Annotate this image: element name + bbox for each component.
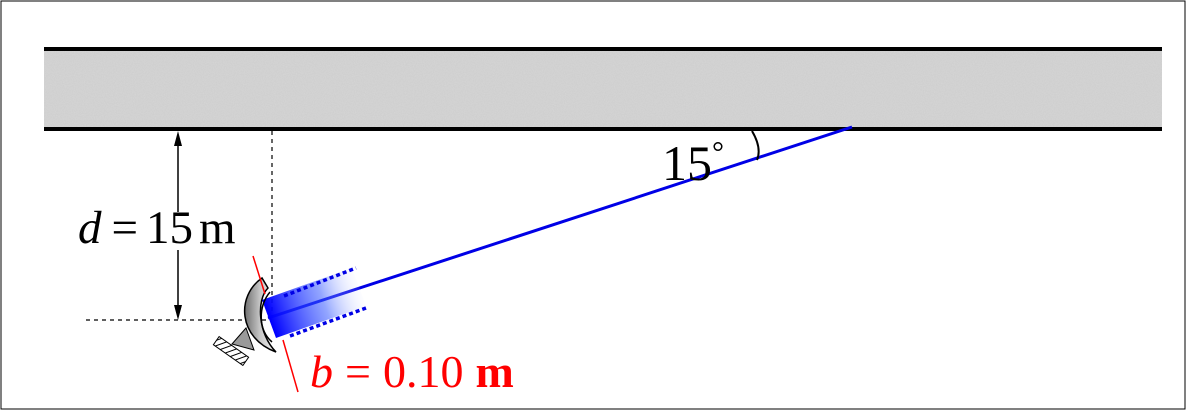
- distance-dimension-arrow: [174, 131, 182, 320]
- angle-degree: °: [712, 136, 724, 169]
- mirror-source: [212, 276, 277, 367]
- width-variable: b: [310, 346, 333, 397]
- distance-value: 15: [146, 202, 193, 254]
- angle-arc: [751, 130, 760, 161]
- beam-width-fill: [262, 268, 366, 338]
- distance-equals: =: [112, 202, 139, 254]
- angle-value: 15: [662, 135, 712, 191]
- mirror-icon: [243, 276, 277, 353]
- width-indicator-lower: [282, 339, 299, 393]
- mount-ground-hatch-icon: [212, 335, 250, 367]
- distance-unit: m: [199, 202, 236, 254]
- ceiling-slab: [44, 47, 1162, 131]
- beam-edge-upper: [283, 266, 357, 298]
- width-indicator-upper: [252, 255, 266, 295]
- mount-triangle-icon: [231, 327, 255, 351]
- light-beam-ray: [267, 125, 853, 320]
- angle-label: 15°: [662, 135, 724, 191]
- width-equals: =: [345, 346, 371, 397]
- width-unit: m: [475, 346, 513, 397]
- width-value: 0.10: [383, 346, 464, 397]
- distance-variable: d: [78, 202, 102, 254]
